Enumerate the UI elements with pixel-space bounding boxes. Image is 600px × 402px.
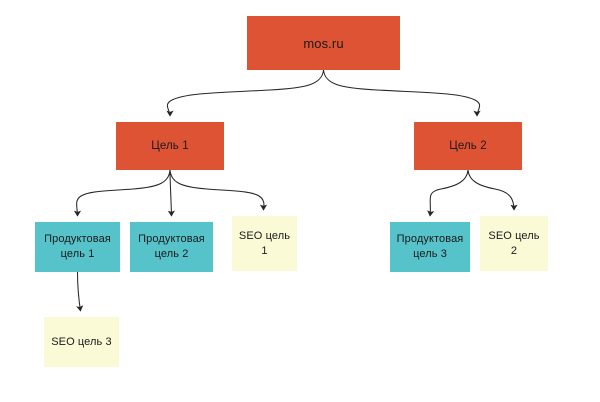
edge-root-to-goal1 <box>166 69 325 117</box>
edge-root-to-goal2 <box>322 69 481 117</box>
node-product-goal-1-label: Продуктовая цель 1 <box>44 233 111 260</box>
node-seo-goal-2[interactable]: SEO цель 2 <box>480 216 548 271</box>
node-product-goal-3[interactable]: Продуктовая цель 3 <box>390 222 470 272</box>
node-product-goal-3-label: Продуктовая цель 3 <box>396 233 464 260</box>
node-goal-2[interactable]: Цель 2 <box>414 122 522 170</box>
edge-goal1-to-seo1 <box>169 169 268 211</box>
edge-product1-to-seo3 <box>76 271 84 312</box>
node-seo-goal-1[interactable]: SEO цель 1 <box>232 216 297 271</box>
node-root[interactable]: mos.ru <box>247 16 400 70</box>
edge-goal2-to-product3 <box>427 169 469 217</box>
node-goal-1[interactable]: Цель 1 <box>116 122 224 170</box>
node-seo-goal-3-label: SEO цель 3 <box>51 335 112 348</box>
node-root-label: mos.ru <box>303 35 344 51</box>
edge-goal2-to-seo2 <box>467 169 518 211</box>
node-goal-1-label: Цель 1 <box>151 139 189 152</box>
node-product-goal-2[interactable]: Продуктовая цель 2 <box>130 222 213 272</box>
node-goal-2-label: Цель 2 <box>449 139 487 152</box>
node-product-goal-1[interactable]: Продуктовая цель 1 <box>35 222 120 272</box>
node-seo-goal-2-label: SEO цель 2 <box>488 229 540 257</box>
node-seo-goal-3[interactable]: SEO цель 3 <box>44 317 119 367</box>
node-seo-goal-1-label: SEO цель 1 <box>238 229 291 257</box>
edge-goal1-to-product2 <box>167 169 175 217</box>
node-product-goal-2-label: Продуктовая цель 2 <box>138 233 205 260</box>
edge-goal1-to-product1 <box>73 169 171 217</box>
